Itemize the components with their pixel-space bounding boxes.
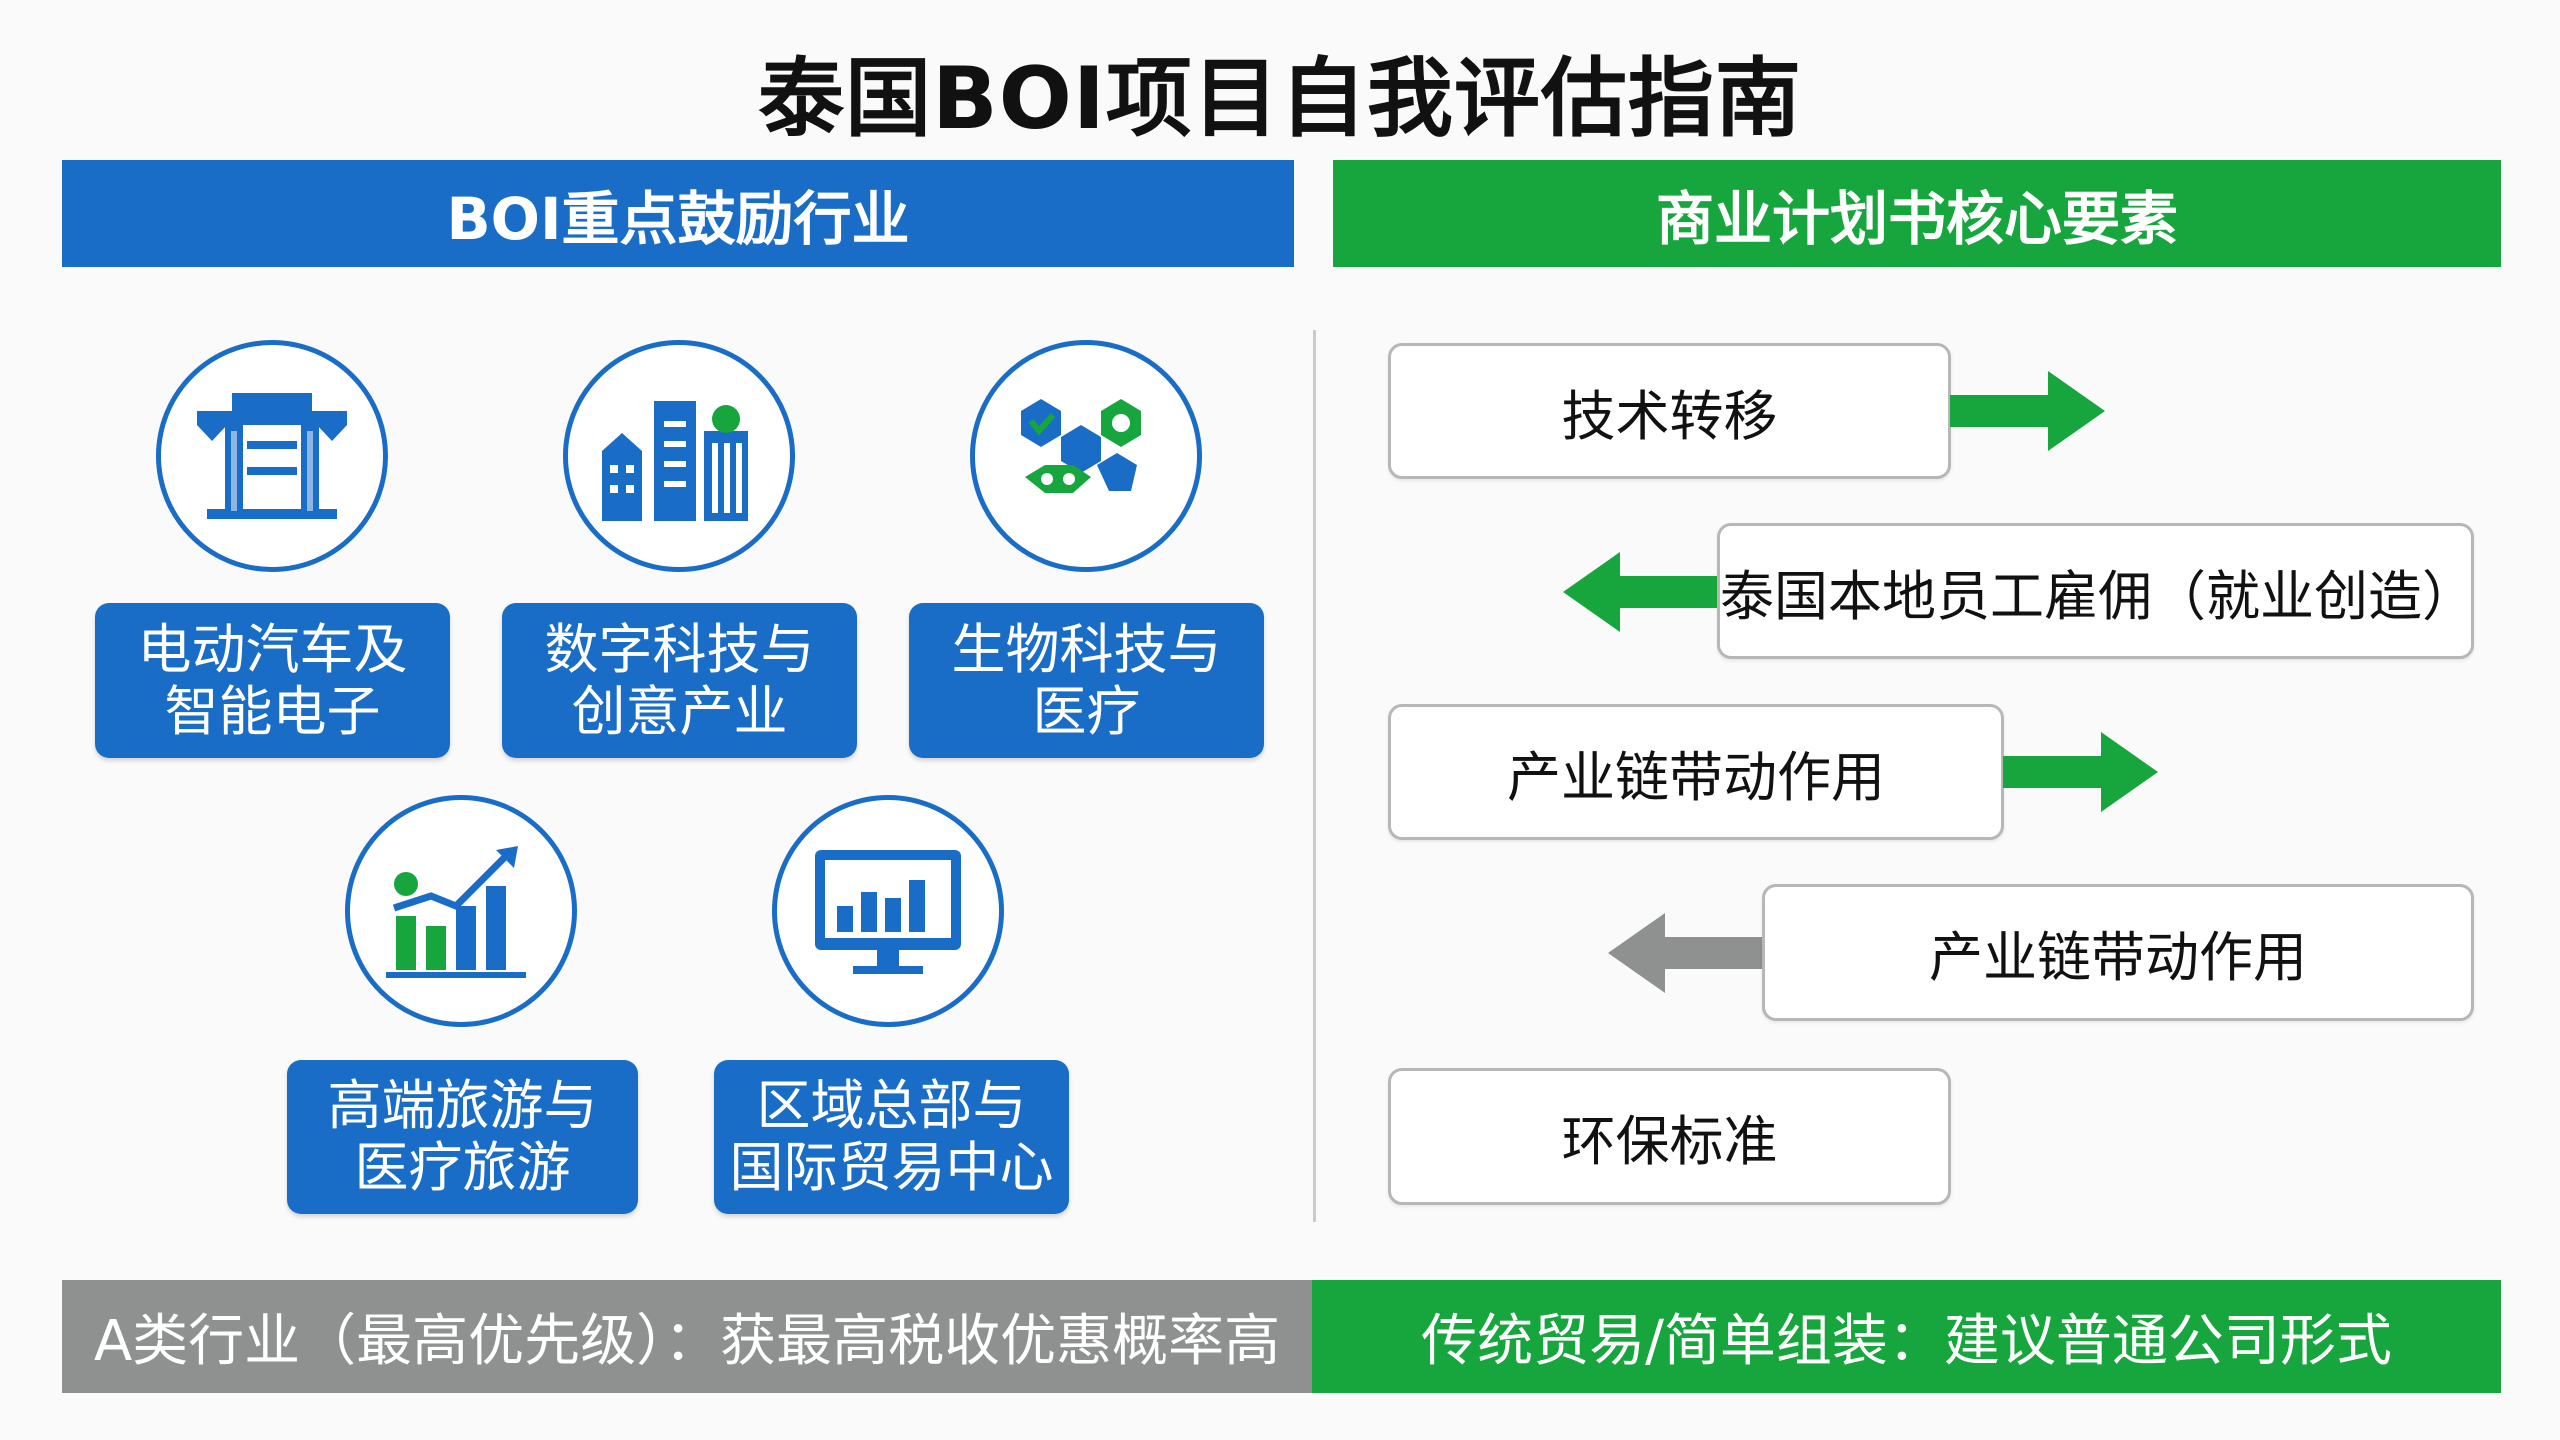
- left-section-header: BOI重点鼓励行业: [62, 160, 1294, 267]
- industry-label-line1: 电动汽车及: [137, 617, 408, 681]
- industry-card: 生物科技与 医疗: [909, 603, 1264, 758]
- industry-icon-circle: [345, 795, 577, 1027]
- industry-card: 区域总部与 国际贸易中心: [714, 1060, 1069, 1214]
- arrow-right-icon: [2003, 732, 2158, 812]
- industry-label-line1: 区域总部与: [756, 1074, 1027, 1137]
- industry-card: 高端旅游与 医疗旅游: [287, 1060, 638, 1214]
- industry-label-line1: 数字科技与: [544, 617, 815, 681]
- page-title: 泰国BOI项目自我评估指南: [758, 49, 1802, 149]
- bridge-icon: [197, 393, 347, 519]
- industry-icon-circle: [970, 340, 1202, 572]
- arrow-left-icon: [1563, 552, 1718, 632]
- industry-card: 数字科技与 创意产业: [502, 603, 857, 758]
- industry-icon-circle: [772, 795, 1004, 1027]
- section-divider: [1313, 330, 1316, 1222]
- industry-label-line2: 创意产业: [571, 679, 788, 743]
- industry-label-line2: 医疗: [1032, 679, 1141, 743]
- industry-label-line2: 国际贸易中心: [729, 1136, 1054, 1199]
- industry-label-line1: 生物科技与: [951, 617, 1222, 681]
- industry-label-line2: 医疗旅游: [354, 1136, 571, 1199]
- city-buildings-icon: [602, 401, 748, 521]
- growth-chart-icon: [386, 846, 526, 978]
- industry-label-line2: 智能电子: [164, 679, 381, 743]
- industry-label-line1: 高端旅游与: [327, 1074, 598, 1137]
- element-box: 技术转移: [1388, 343, 1951, 479]
- industry-icon-circle: [563, 340, 795, 572]
- right-section-header: 商业计划书核心要素: [1333, 160, 2501, 267]
- footer-right-note: 传统贸易/简单组装：建议普通公司形式: [1312, 1280, 2501, 1393]
- footer-left-note: A类行业（最高优先级）：获最高税收优惠概率高: [62, 1280, 1312, 1393]
- monitor-chart-icon: [815, 850, 961, 974]
- arrow-right-icon: [1950, 371, 2105, 451]
- element-box: 环保标准: [1388, 1068, 1951, 1205]
- element-box: 产业链带动作用: [1388, 704, 2004, 840]
- element-box: 产业链带动作用: [1762, 884, 2474, 1021]
- molecules-icon: [1021, 399, 1141, 493]
- industry-card: 电动汽车及 智能电子: [95, 603, 450, 758]
- element-box: 泰国本地员工雇佣（就业创造）: [1717, 523, 2476, 659]
- arrow-left-icon: [1608, 913, 1763, 993]
- industry-icon-circle: [156, 340, 388, 572]
